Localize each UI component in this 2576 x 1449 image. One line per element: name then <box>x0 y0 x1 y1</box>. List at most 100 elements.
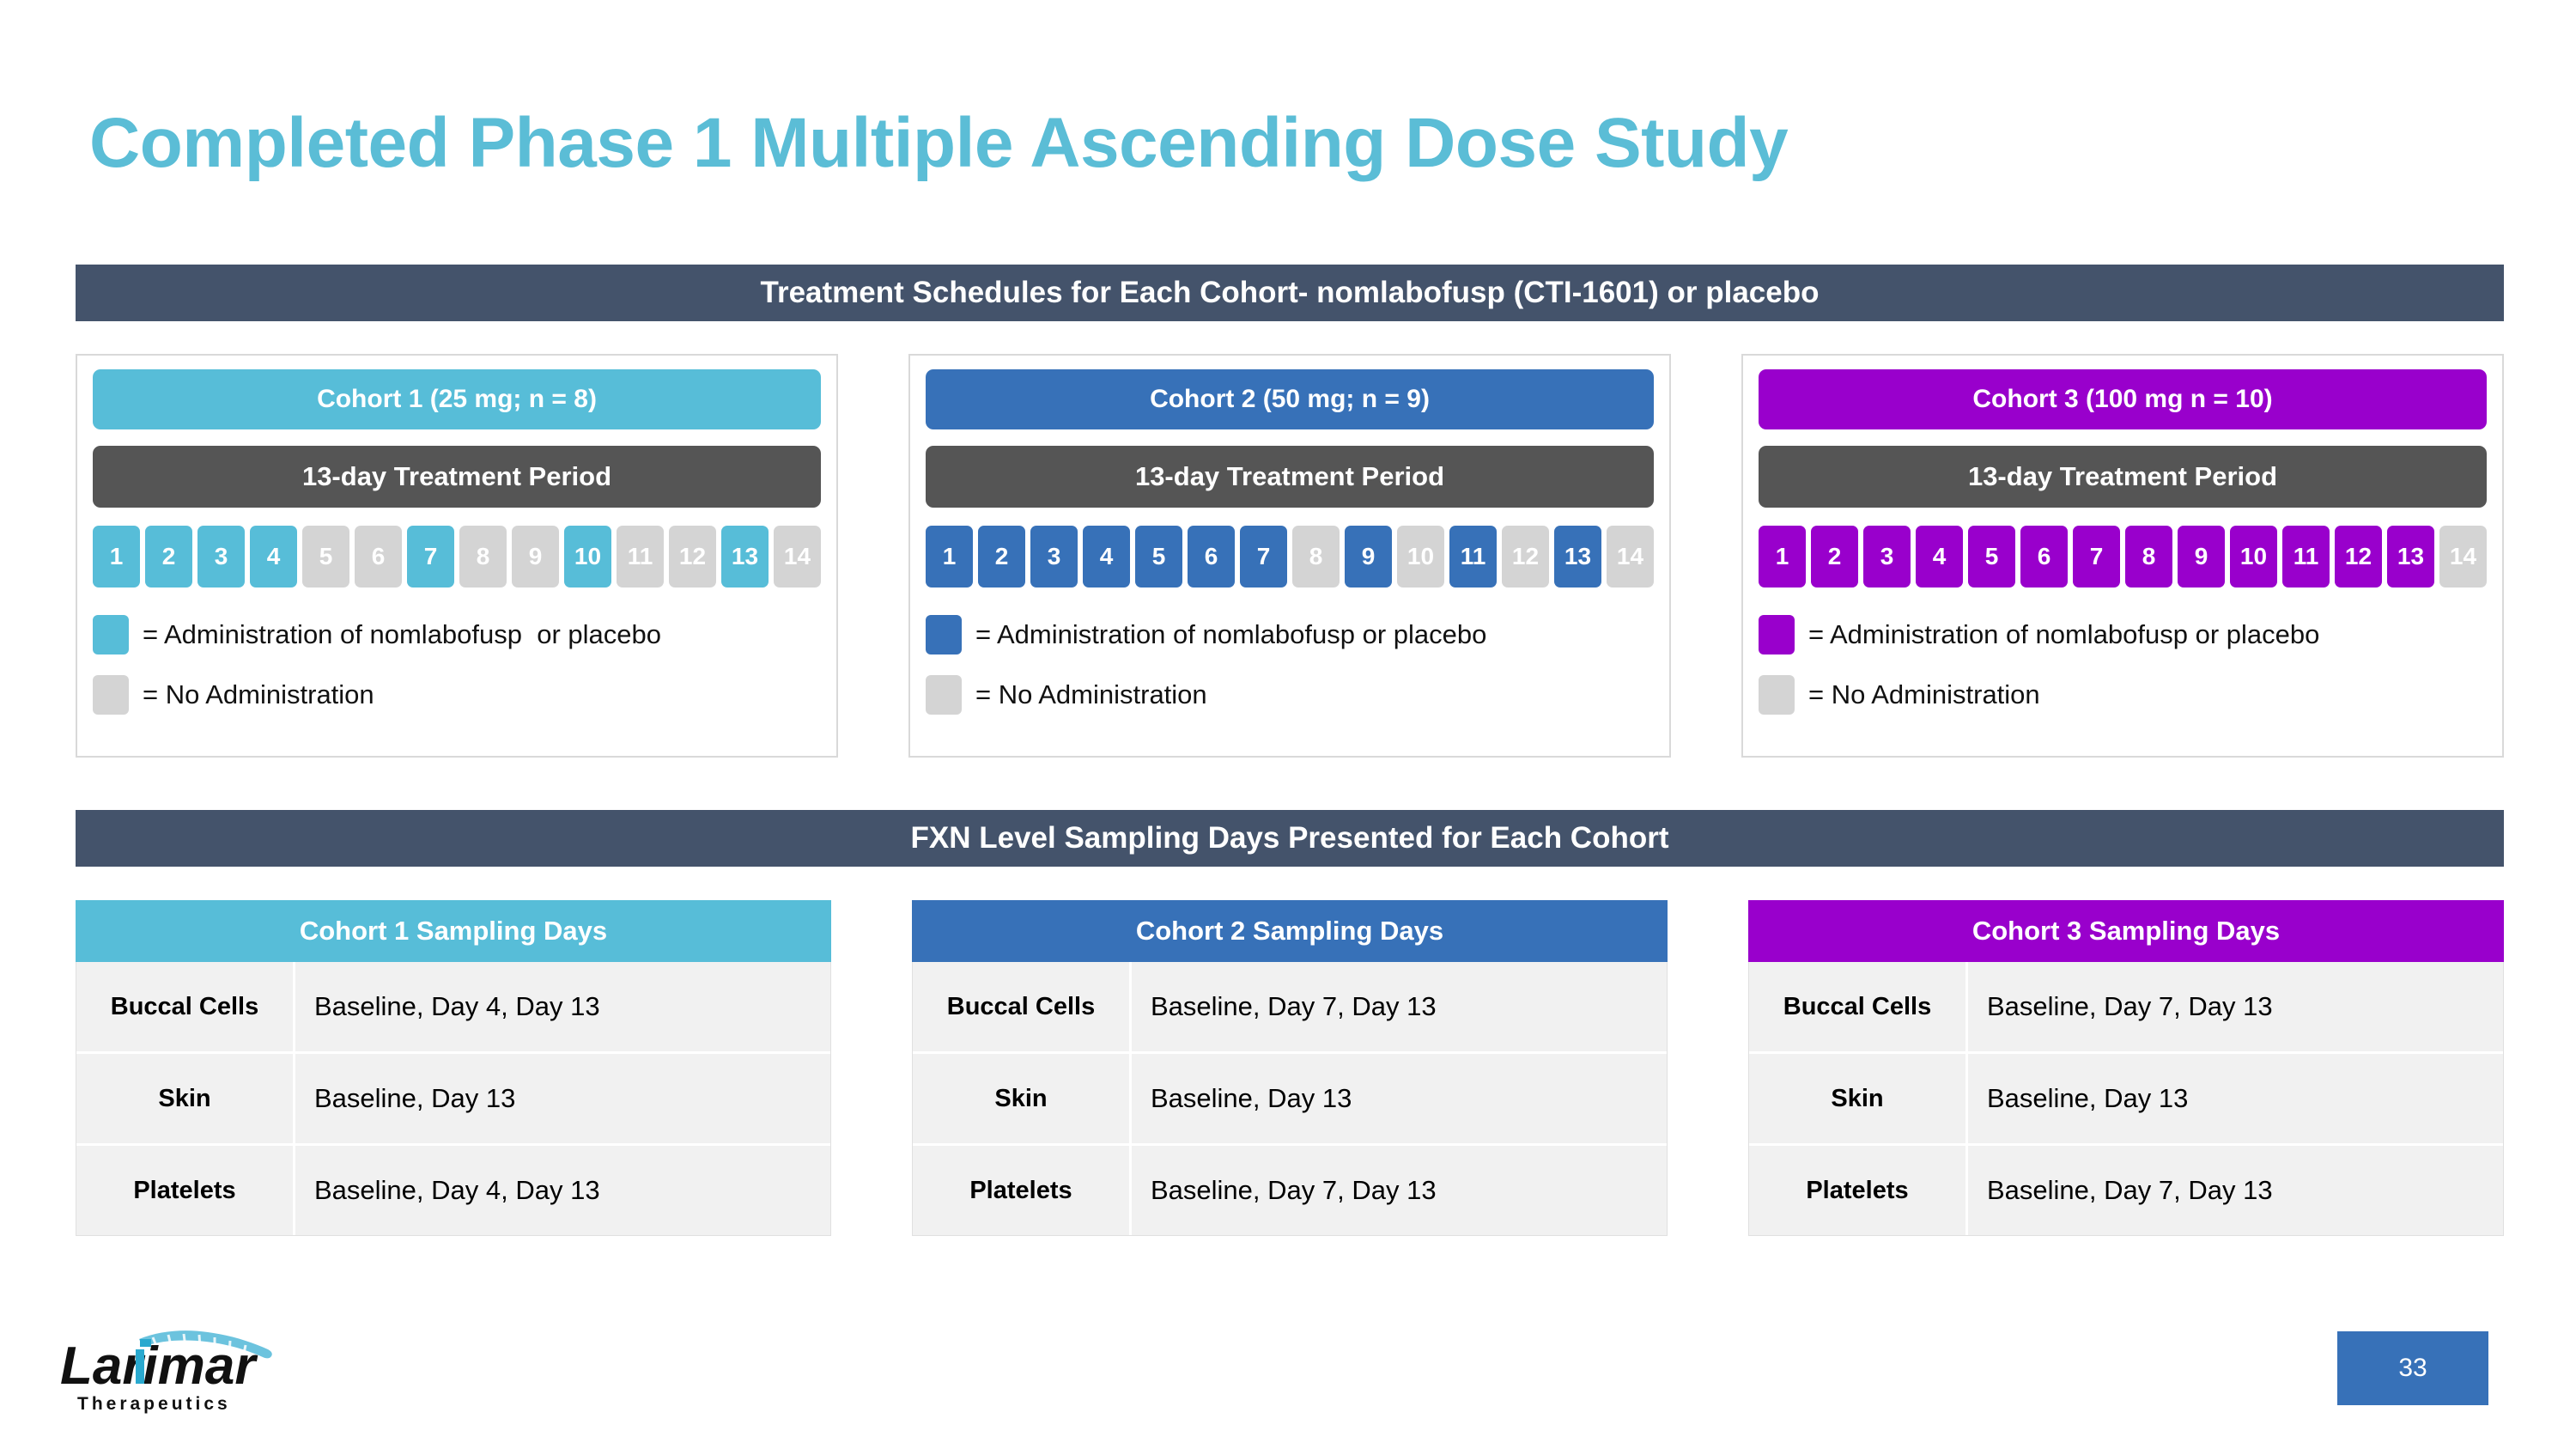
day-box: 9 <box>1345 526 1392 588</box>
sampling-table-3-header: Cohort 3 Sampling Days <box>1748 900 2504 962</box>
day-box: 3 <box>1863 526 1911 588</box>
table-cell-tissue-label: Buccal Cells <box>913 962 1132 1051</box>
legend-swatch-administration <box>926 615 962 654</box>
legend-label-no-administration: = No Administration <box>975 679 1207 709</box>
table-cell-sampling-days: Baseline, Day 13 <box>1968 1054 2503 1143</box>
sampling-table-2-header: Cohort 2 Sampling Days <box>912 900 1668 962</box>
cohort-panel-1: Cohort 1 (25 mg; n = 8)13-day Treatment … <box>76 354 838 758</box>
day-box: 14 <box>774 526 821 588</box>
table-cell-sampling-days: Baseline, Day 4, Day 13 <box>295 962 830 1051</box>
legend-swatch-no-administration <box>926 675 962 715</box>
day-box: 7 <box>2073 526 2120 588</box>
page-number-badge: 33 <box>2337 1331 2488 1405</box>
cohort-panel-2: Cohort 2 (50 mg; n = 9) 13-day Treatment … <box>908 354 1671 758</box>
day-box: 14 <box>1607 526 1654 588</box>
day-box: 1 <box>926 526 973 588</box>
table-cell-tissue-label: Skin <box>913 1054 1132 1143</box>
table-cell-sampling-days: Baseline, Day 7, Day 13 <box>1132 962 1667 1051</box>
day-box: 10 <box>564 526 611 588</box>
svg-text:Larimar: Larimar <box>60 1336 258 1396</box>
table-cell-tissue-label: Buccal Cells <box>76 962 295 1051</box>
day-box: 9 <box>512 526 559 588</box>
day-box: 4 <box>1083 526 1130 588</box>
table-cell-tissue-label: Buccal Cells <box>1749 962 1968 1051</box>
table-cell-tissue-label: Skin <box>76 1054 295 1143</box>
legend-row-administration: = Administration of nomlabofusp or place… <box>93 610 821 660</box>
day-box: 14 <box>2439 526 2487 588</box>
day-box: 2 <box>145 526 192 588</box>
day-box: 11 <box>617 526 664 588</box>
legend-row-no-administration: = No Administration <box>926 670 1654 720</box>
legend-label-no-administration: = No Administration <box>143 679 374 709</box>
day-box: 5 <box>1968 526 2015 588</box>
day-box: 11 <box>2282 526 2330 588</box>
section-header-fxn-sampling: FXN Level Sampling Days Presented for Ea… <box>76 810 2504 867</box>
table-cell-tissue-label: Platelets <box>76 1146 295 1235</box>
day-box: 6 <box>355 526 402 588</box>
larimar-logo: Larimar Therapeutics <box>57 1327 323 1417</box>
cohort-3-header: Cohort 3 (100 mg n = 10) <box>1759 369 2487 429</box>
day-box: 5 <box>1135 526 1182 588</box>
day-box: 7 <box>407 526 454 588</box>
cohort-2-header: Cohort 2 (50 mg; n = 9) <box>926 369 1654 429</box>
cohort-panel-3: Cohort 3 (100 mg n = 10)13-day Treatment… <box>1741 354 2504 758</box>
legend-swatch-no-administration <box>93 675 129 715</box>
cohort-1-treatment-period: 13-day Treatment Period <box>93 446 821 508</box>
day-box: 1 <box>93 526 140 588</box>
day-box: 11 <box>1449 526 1497 588</box>
table-cell-sampling-days: Baseline, Day 7, Day 13 <box>1968 962 2503 1051</box>
table-cell-tissue-label: Skin <box>1749 1054 1968 1143</box>
cohort-2-legend: = Administration of nomlabofusp or place… <box>926 610 1654 720</box>
section-header-treatment-schedules: Treatment Schedules for Each Cohort- nom… <box>76 265 2504 321</box>
table-cell-sampling-days: Baseline, Day 7, Day 13 <box>1132 1146 1667 1235</box>
day-box: 8 <box>1292 526 1340 588</box>
day-box: 6 <box>1188 526 1235 588</box>
day-box: 10 <box>1397 526 1444 588</box>
legend-swatch-no-administration <box>1759 675 1795 715</box>
legend-row-no-administration: = No Administration <box>93 670 821 720</box>
day-box: 8 <box>459 526 507 588</box>
legend-swatch-administration <box>93 615 129 654</box>
page-title: Completed Phase 1 Multiple Ascending Dos… <box>89 104 1789 182</box>
day-box: 4 <box>1916 526 1963 588</box>
legend-label-administration: = Administration of nomlabofusp or place… <box>1808 619 2320 649</box>
table-cell-sampling-days: Baseline, Day 13 <box>295 1054 830 1143</box>
day-box: 9 <box>2178 526 2225 588</box>
cohort-1-legend: = Administration of nomlabofusp or place… <box>93 610 821 720</box>
table-cell-sampling-days: Baseline, Day 7, Day 13 <box>1968 1146 2503 1235</box>
day-box: 2 <box>1811 526 1858 588</box>
day-box: 12 <box>2335 526 2382 588</box>
cohort-2-treatment-period: 13-day Treatment Period <box>926 446 1654 508</box>
day-box: 13 <box>721 526 769 588</box>
table-cell-tissue-label: Platelets <box>1749 1146 1968 1235</box>
svg-text:Therapeutics: Therapeutics <box>77 1394 231 1414</box>
day-box: 4 <box>250 526 297 588</box>
day-box: 12 <box>669 526 716 588</box>
table-cell-sampling-days: Baseline, Day 4, Day 13 <box>295 1146 830 1235</box>
legend-row-administration: = Administration of nomlabofusp or place… <box>926 610 1654 660</box>
cohort-3-legend: = Administration of nomlabofusp or place… <box>1759 610 2487 720</box>
day-box: 7 <box>1240 526 1287 588</box>
legend-row-administration: = Administration of nomlabofusp or place… <box>1759 610 2487 660</box>
legend-row-no-administration: = No Administration <box>1759 670 2487 720</box>
day-box: 13 <box>1554 526 1601 588</box>
legend-label-administration: = Administration of nomlabofusp or place… <box>143 619 662 649</box>
sampling-table-1-header: Cohort 1 Sampling Days <box>76 900 831 962</box>
day-box: 3 <box>197 526 245 588</box>
